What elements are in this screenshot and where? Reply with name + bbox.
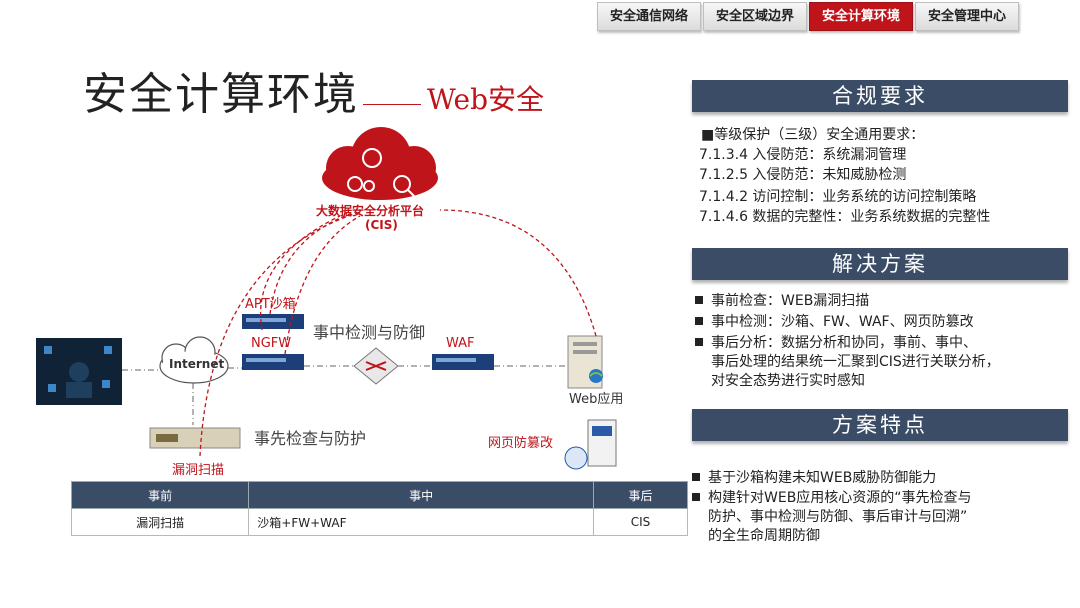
tab-management-center[interactable]: 安全管理中心 [915,2,1020,31]
tamper-product-box [564,419,617,470]
during-detection-label: 事中检测与防御 [313,323,426,342]
title-sub: Web安全 [427,83,544,116]
solution-header: 解决方案 [692,248,1068,280]
network-diagram [36,127,617,470]
solution-item: 事后分析：数据分析和协同，事前、事中、 事后处理的结果统一汇聚到CIS进行关联分… [695,334,1000,391]
feature-item: 构建针对WEB应用核心资源的“事先检查与 防护、事中检测与防御、事后审计与回溯”… [692,489,972,546]
cis-platform-label: 大数据安全分析平台 [316,204,425,218]
table-header: 事前 [70,481,250,509]
table-cell: CIS [593,508,688,536]
solution-item: 事前检查：WEB漏洞扫描 [695,292,869,311]
table-header: 事中 [248,481,595,509]
feature-item: 基于沙箱构建未知WEB威胁防御能力 [692,469,936,488]
apt-label: APT沙箱 [245,297,296,312]
table-cell: 沙箱+FW+WAF [248,508,595,536]
compliance-item: 7.1.3.4 入侵防范：系统漏洞管理 [699,147,907,163]
compliance-item: 7.1.4.6 数据的完整性：业务系统数据的完整性 [699,209,991,225]
internet-cloud-icon [159,336,229,384]
before-check-label: 事先检查与防护 [254,429,367,448]
title-main: 安全计算环境 [83,69,359,120]
web-app-label: Web应用 [569,392,624,407]
table-header: 事后 [593,481,688,509]
compliance-intro: ■等级保护（三级）安全通用要求： [701,127,925,143]
compliance-item: 7.1.4.2 访问控制：业务系统的访问控制策略 [699,189,977,205]
ngfw-device [242,354,304,370]
solution-item: 事中检测：沙箱、FW、WAF、网页防篡改 [695,313,974,332]
phase-table: 事前 事中 事后 漏洞扫描 沙箱+FW+WAF CIS [70,481,688,536]
hacker-image [36,338,122,405]
tab-computing-environment[interactable]: 安全计算环境 [809,2,914,31]
vuln-scan-label: 漏洞扫描 [172,463,225,478]
router-icon [353,347,399,385]
waf-label: WAF [446,336,475,351]
scanner-device [149,427,241,449]
top-tabs: 安全通信网络 安全区域边界 安全计算环境 安全管理中心 [597,2,1020,31]
waf-device [432,354,494,370]
cloud-icon [322,127,438,200]
compliance-header: 合规要求 [692,80,1068,112]
table-header-row: 事前 事中 事后 [70,481,688,509]
tab-area-boundary[interactable]: 安全区域边界 [703,2,808,31]
ngfw-label: NGFW [251,336,292,351]
cis-platform-sublabel: (CIS) [365,218,398,232]
table-cell: 漏洞扫描 [70,508,250,536]
tab-communication-network[interactable]: 安全通信网络 [597,2,702,31]
internet-label: Internet [169,357,225,371]
server-icon [567,335,603,389]
tamper-label: 网页防篡改 [488,436,554,451]
features-header: 方案特点 [692,409,1068,441]
table-row: 漏洞扫描 沙箱+FW+WAF CIS [70,508,688,536]
page-title: 安全计算环境 Web安全 [83,58,544,122]
title-dash [363,104,421,105]
apt-sandbox-device [242,314,304,329]
compliance-item: 7.1.2.5 入侵防范：未知威胁检测 [699,167,907,183]
